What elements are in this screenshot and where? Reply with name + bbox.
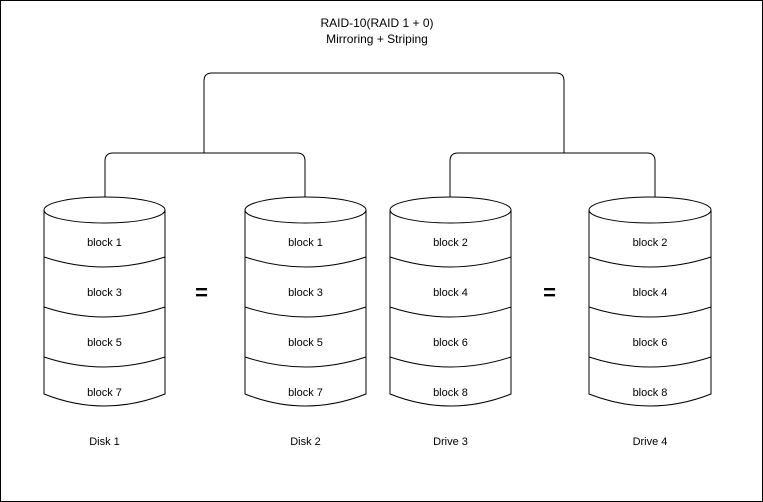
disk-3-divider-3 xyxy=(389,356,512,368)
equals-sign-left: = xyxy=(195,280,207,305)
disk-3-top xyxy=(389,196,512,224)
disk-4-divider-2 xyxy=(588,306,712,318)
disk-cylinder-4: block 2 block 4 block 6 block 8 Drive 4 xyxy=(588,196,712,448)
disk-2-block-2: block 3 xyxy=(288,287,323,299)
disk-3-block-4: block 8 xyxy=(433,387,468,399)
disk-1-label: Disk 1 xyxy=(89,436,120,448)
disk-4-top xyxy=(588,196,712,224)
disk-cylinder-1: block 1 block 3 block 5 block 7 Disk 1 xyxy=(43,196,166,448)
disk-2-block-3: block 5 xyxy=(288,337,323,349)
disk-2-block-4: block 7 xyxy=(288,387,323,399)
disk-4-block-1: block 2 xyxy=(633,237,668,249)
disk-4-label: Drive 4 xyxy=(633,436,668,448)
disk-4-block-3: block 6 xyxy=(633,337,668,349)
root-connector xyxy=(203,72,565,153)
disk-cylinder-2: block 1 block 3 block 5 block 7 Disk 2 xyxy=(244,196,367,448)
equals-sign-right: = xyxy=(543,280,555,305)
disk-2-divider-3 xyxy=(244,356,367,368)
disk-1-block-1: block 1 xyxy=(87,237,122,249)
disk-3-divider-2 xyxy=(389,306,512,318)
disk-2-divider-2 xyxy=(244,306,367,318)
diagram-title-line-2: Mirroring + Striping xyxy=(326,32,428,46)
right-mirror-connector xyxy=(449,152,656,199)
disk-2-block-1: block 1 xyxy=(288,237,323,249)
disk-2-divider-1 xyxy=(244,256,367,268)
disk-1-block-4: block 7 xyxy=(87,387,122,399)
disk-1-block-2: block 3 xyxy=(87,287,122,299)
disk-3-block-3: block 6 xyxy=(433,337,468,349)
disk-3-divider-1 xyxy=(389,256,512,268)
disk-4-block-4: block 8 xyxy=(633,387,668,399)
left-mirror-connector xyxy=(104,152,306,199)
disk-3-block-1: block 2 xyxy=(433,237,468,249)
disk-2-label: Disk 2 xyxy=(290,436,321,448)
disk-3-label: Drive 3 xyxy=(433,436,468,448)
disk-2-top xyxy=(244,196,367,224)
disk-4-divider-1 xyxy=(588,256,712,268)
disk-4-block-2: block 4 xyxy=(633,287,668,299)
disk-4-divider-3 xyxy=(588,356,712,368)
disk-3-body xyxy=(389,209,512,407)
disk-1-divider-3 xyxy=(43,356,166,368)
disk-1-body xyxy=(43,209,166,407)
disk-4-body xyxy=(588,209,712,407)
disk-cylinder-3: block 2 block 4 block 6 block 8 Drive 3 xyxy=(389,196,512,448)
disk-1-divider-1 xyxy=(43,256,166,268)
disk-1-top xyxy=(43,196,166,224)
disk-1-block-3: block 5 xyxy=(87,337,122,349)
disk-2-body xyxy=(244,209,367,407)
disk-3-block-2: block 4 xyxy=(433,287,468,299)
diagram-title-line-1: RAID-10(RAID 1 + 0) xyxy=(320,16,433,30)
disk-1-divider-2 xyxy=(43,306,166,318)
